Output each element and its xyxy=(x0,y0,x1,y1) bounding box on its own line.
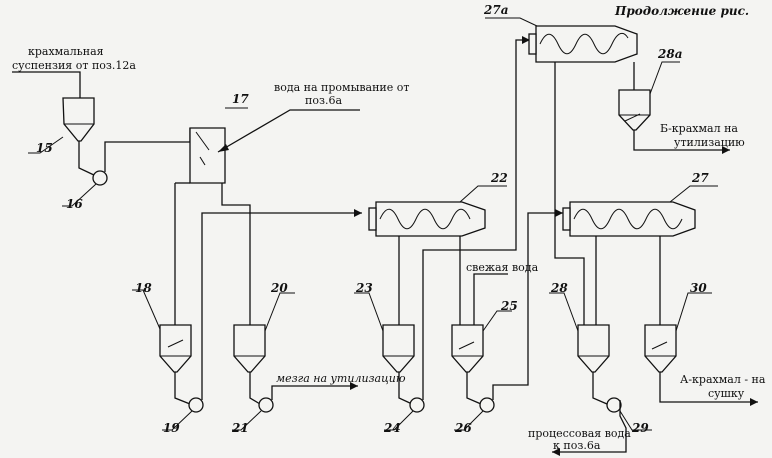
label-b-starch-2: утилизацию xyxy=(674,136,745,149)
pump-26 xyxy=(479,397,495,413)
pos-label-17: 17 xyxy=(232,92,249,106)
hopper-15 xyxy=(62,97,95,142)
pos-label-24: 24 xyxy=(383,421,401,435)
pos-label-26: 26 xyxy=(454,421,472,435)
label-wash-water-1: вода на промывание от xyxy=(274,81,409,94)
pos-label-27: 27 xyxy=(691,171,709,185)
label-starch-suspension-1: крахмальная xyxy=(28,45,104,58)
screw-centrifuge-27 xyxy=(562,201,696,237)
label-starch-suspension-2: суспензия от поз.12а xyxy=(12,59,136,72)
hopper-28a xyxy=(618,89,651,131)
screw-centrifuge-22 xyxy=(368,201,486,237)
pos-label-23: 23 xyxy=(355,281,373,295)
sieve-17 xyxy=(189,127,226,184)
hopper-18 xyxy=(159,324,192,373)
label-process-water-1: процессовая вода xyxy=(528,427,631,440)
label-pulp-disposal: мезга на утилизацию xyxy=(276,372,406,385)
pump-16 xyxy=(92,170,108,186)
label-b-starch-1: Б-крахмал на xyxy=(660,122,738,135)
label-fresh-water: свежая вода xyxy=(466,261,539,274)
pump-29 xyxy=(606,397,622,413)
pos-label-15: 15 xyxy=(36,141,53,155)
pos-label-20: 20 xyxy=(270,281,288,295)
arrow-head-wash-water xyxy=(218,144,229,152)
hopper-23 xyxy=(382,324,415,373)
pos-label-18: 18 xyxy=(135,281,152,295)
pos-label-29: 29 xyxy=(631,421,649,435)
pos-label-21: 21 xyxy=(231,421,249,435)
label-a-starch-2: сушку xyxy=(708,387,745,400)
label-process-water-2: к поз.6а xyxy=(553,439,601,452)
pump-21 xyxy=(258,397,274,413)
diagram-title: Продолжение рис. xyxy=(614,4,749,18)
pos-label-28: 28 xyxy=(550,281,568,295)
pump-24 xyxy=(409,397,425,413)
hopper-28 xyxy=(577,324,610,373)
pos-label-19: 19 xyxy=(163,421,180,435)
pos-label-22: 22 xyxy=(490,171,508,185)
pos-label-27a: 27а xyxy=(483,3,508,17)
pos-label-28a: 28а xyxy=(657,47,682,61)
pos-label-30: 30 xyxy=(690,281,707,295)
pos-label-25: 25 xyxy=(500,299,518,313)
hopper-25 xyxy=(451,324,484,373)
label-a-starch-1: А-крахмал - на xyxy=(680,373,766,386)
pos-label-16: 16 xyxy=(66,197,83,211)
hopper-20 xyxy=(233,324,266,373)
screw-centrifuge-27a xyxy=(528,25,638,63)
label-wash-water-2: поз.6а xyxy=(305,94,342,107)
pump-19 xyxy=(188,397,204,413)
hopper-30 xyxy=(644,324,677,373)
